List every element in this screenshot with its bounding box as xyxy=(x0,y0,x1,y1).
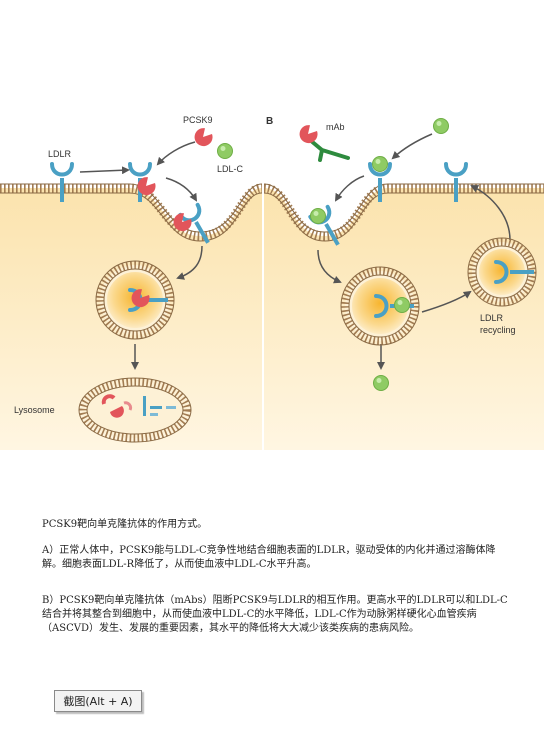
pcsk9-free xyxy=(194,128,213,147)
pcsk9-label: PCSK9 xyxy=(183,115,213,125)
lysosome xyxy=(78,377,192,443)
arrow-ldl-binding xyxy=(391,133,433,160)
pcsk9-mechanism-diagram: PCSK9 LDLR LDL-C Lysosome B mAb xyxy=(0,115,544,450)
ldl-c-label: LDL-C xyxy=(217,164,244,174)
ldlr-recycling-label-1: LDLR xyxy=(480,313,504,323)
caption-part-b: B）PCSK9靶向单克隆抗体（mAbs）阻断PCSK9与LDLR的相互作用。更高… xyxy=(42,595,508,634)
caption-title: PCSK9靶向单克隆抗体的作用方式。 xyxy=(42,519,208,530)
arrow-into-pit xyxy=(165,177,198,202)
ldl-in-pit xyxy=(310,208,326,224)
pcsk9-in-pit xyxy=(173,213,192,232)
caption-part-a: A）正常人体中，PCSK9能与LDL-C竞争性地结合细胞表面的LDLR，驱动受体… xyxy=(42,545,496,570)
ldl-free-a xyxy=(217,143,233,159)
arrow-recycling-up xyxy=(470,185,511,241)
panel-b-letter: B xyxy=(266,116,273,127)
endosome-b xyxy=(340,266,420,346)
lysosome-label: Lysosome xyxy=(14,405,55,415)
arrow-to-endosome-b xyxy=(317,249,342,284)
arrow-ldlr-to-pcsk9 xyxy=(79,166,130,175)
ldl-released xyxy=(373,375,389,391)
screenshot-button[interactable]: 截图(Alt + A) xyxy=(54,690,142,712)
mab-label: mAb xyxy=(326,122,345,132)
arrow-internalize-b xyxy=(334,175,365,202)
ldl-free-b xyxy=(433,118,449,134)
arrow-to-endosome xyxy=(176,245,203,280)
ldl-on-receptor xyxy=(372,156,388,172)
pcsk9-bound-surface xyxy=(137,177,156,196)
ldlr-label-a: LDLR xyxy=(48,149,72,159)
mab-complex xyxy=(299,125,350,162)
panel-b: B mAb xyxy=(263,116,544,450)
panel-a: PCSK9 LDLR LDL-C Lysosome xyxy=(0,115,263,450)
arrow-pcsk9-binding xyxy=(156,141,196,166)
ldlr-recycling-label-2: recycling xyxy=(480,325,516,335)
recycling-endosome xyxy=(467,237,537,307)
membrane-b xyxy=(263,183,544,241)
arrow-to-recycling xyxy=(421,290,472,313)
endosome-a xyxy=(95,260,175,340)
